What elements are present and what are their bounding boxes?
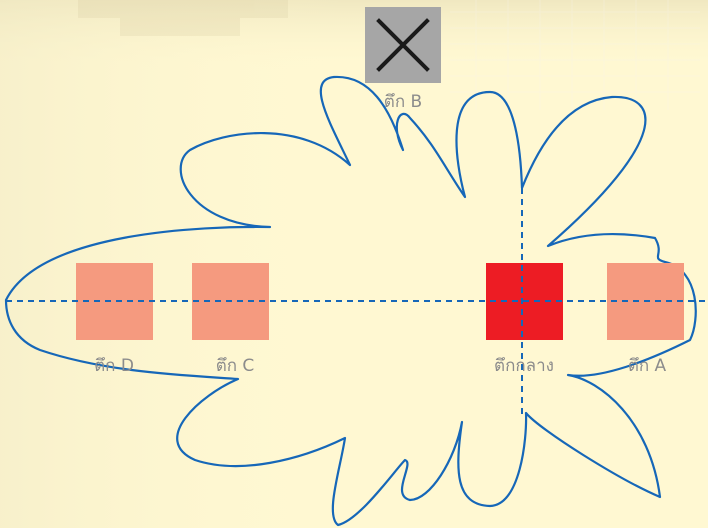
building-a-label: ตึก A <box>627 356 667 376</box>
top-x-marker <box>365 7 441 83</box>
close-icon <box>376 18 430 72</box>
building-d-label: ตึก D <box>94 356 134 376</box>
building-c-label: ตึก C <box>215 356 255 376</box>
central-building-label: ตึกกลาง <box>494 356 554 376</box>
building-b-label: ตึก B <box>383 92 423 112</box>
